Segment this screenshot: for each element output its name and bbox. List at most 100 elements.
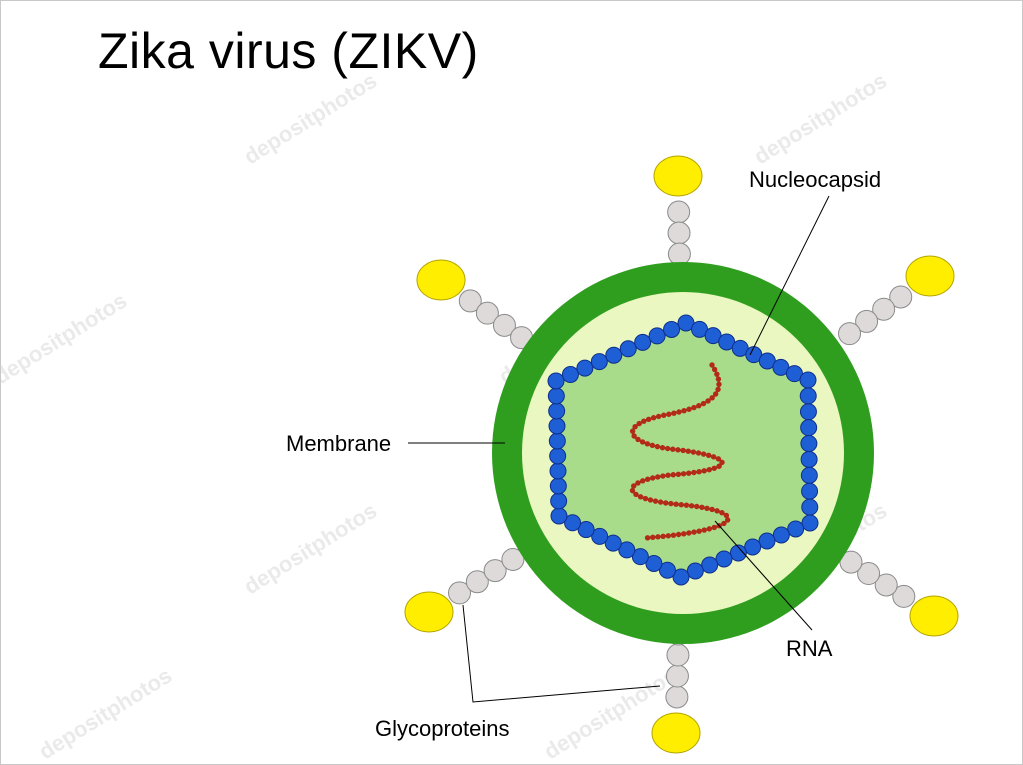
capsid-bead [701,556,719,574]
rna-nucleotide [664,445,671,452]
rna-nucleotide [673,501,679,507]
glycoprotein-stalk-bead [838,322,862,346]
glycoprotein-stalk-bead [667,221,691,245]
rna-nucleotide [719,459,725,466]
capsid-bead [787,520,805,538]
rna-nucleotide [676,409,682,415]
rna-nucleotide [661,412,667,418]
glycoprotein-stalk-bead [475,301,499,325]
glycoprotein-stalk-bead [458,289,482,313]
watermark-text: depositphotos [749,68,891,170]
rna-nucleotide [670,446,676,452]
rna-nucleotide [639,439,646,445]
rna-nucleotide [670,532,677,538]
rna-nucleotide [670,472,676,478]
rna-nucleotide [636,420,642,427]
rna-nucleotide [657,499,664,505]
glycoprotein-stalk-bead [665,685,689,709]
glycoprotein-stalk-bead [874,573,898,597]
glycoprotein-head [651,712,701,754]
glycoprotein [404,547,525,633]
rna-nucleotide [654,443,661,450]
rna-nucleotide [691,529,697,535]
capsid-bead [618,541,636,559]
capsid-bead [631,548,649,566]
rna-label: RNA [786,636,833,661]
glycoprotein-stalk-bead [872,297,896,321]
nucleocapsid-leader [749,195,830,356]
capsid-bead [548,432,566,450]
capsid-bead [550,507,568,525]
nucleocapsid-beads [547,314,819,586]
capsid-bead [672,568,690,586]
rna-nucleotide [694,503,700,510]
rna-nucleotide [675,531,682,538]
rna-nucleotide [709,395,715,401]
rna-nucleotide [724,517,731,523]
rna-nucleotide [680,447,686,454]
rna-nucleotide [635,436,641,443]
glycoprotein-stalk-bead [855,309,879,333]
capsid-bead [799,387,817,405]
capsid-bead [744,538,762,556]
diagram-title: Zika virus (ZIKV) [98,23,479,79]
rna-nucleotide [711,465,717,471]
capsid-bead [549,477,567,495]
capsid-bead [801,514,819,532]
rna-nucleotide [716,463,722,469]
rna-nucleotide [644,441,651,447]
glycoprotein-stalk-bead [857,562,881,586]
glycoprotein-spikes [404,155,959,754]
rna-nucleotide [701,527,707,533]
glycoproteins-leader [462,604,661,703]
glycoprotein [416,259,534,350]
rna-nucleotide [700,400,707,407]
capsid-bead [549,447,567,465]
glycoproteins-label: Glycoproteins [375,716,510,741]
rna-nucleotide [665,472,671,478]
rna-nucleotide [675,471,682,477]
glycoprotein-stalk-bead [465,570,489,594]
capsid-bead [549,462,567,480]
rna-nucleotide [668,500,674,507]
rna-nucleotide [686,470,692,476]
glycoprotein-stalk-bead [889,285,913,309]
rna-strand [629,362,731,541]
rna-nucleotide [678,501,684,508]
rna-nucleotide [663,500,669,506]
rna-nucleotide [655,534,661,540]
rna-nucleotide [652,498,659,504]
capsid-bead [648,327,666,345]
rna-nucleotide [660,533,666,540]
capsid-bead [658,561,676,579]
rna-nucleotide [660,473,666,479]
capsid-bead [547,372,565,390]
rna-nucleotide [715,456,722,462]
rna-nucleotide [686,406,692,412]
rna-nucleotide [696,403,702,409]
glycoprotein-stalk-bead [665,664,689,688]
rna-nucleotide [705,452,712,459]
watermark-text: depositphotos [239,498,381,600]
rna-nucleotide [712,391,719,397]
leader-lines [408,195,830,703]
capsid-bead [548,417,566,435]
rna-nucleotide [706,526,712,532]
rna-nucleotide [681,531,687,537]
nucleocapsid-label: Nucleocapsid [749,167,881,192]
capsid-bead [548,402,566,420]
capsid-bead [576,359,594,377]
rna-nucleotide [633,491,639,498]
capsid-bead [715,550,733,568]
rna-nucleotide [710,454,717,460]
rna-nucleotide [629,428,636,434]
rna-nucleotide [642,495,649,502]
capsid-bead [547,387,565,405]
rna-nucleotide [685,448,691,454]
rna-nucleotide [699,504,705,511]
rna-nucleotide [696,528,702,534]
rna-nucleotide [691,404,697,411]
rna-nucleotide [635,480,641,486]
rna-nucleotide [650,534,656,541]
